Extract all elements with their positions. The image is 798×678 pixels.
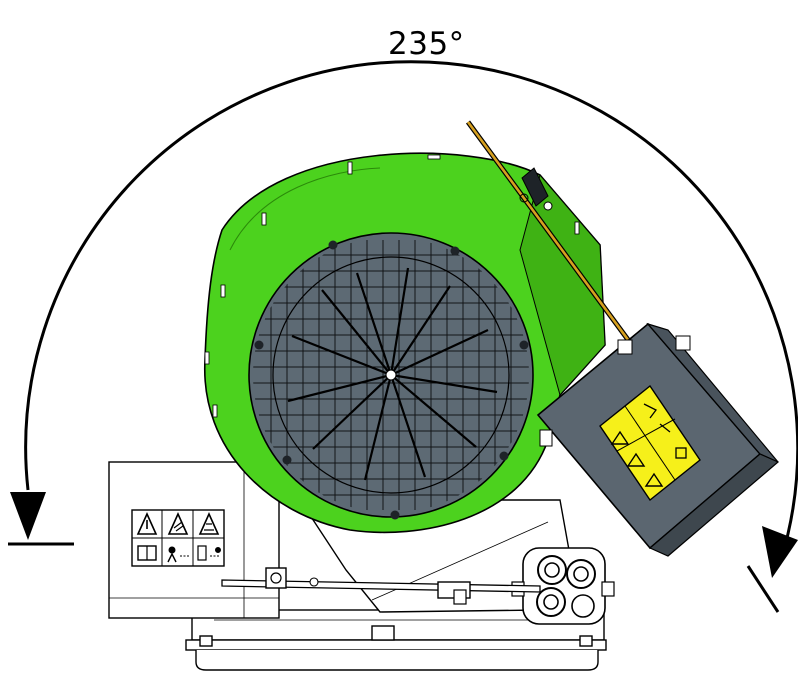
warning-label-left: [131, 509, 225, 567]
fan-blades: [287, 267, 498, 481]
manual-book-icon: [137, 545, 157, 561]
fan-cover: [248, 232, 534, 520]
ppe-icon: [167, 545, 221, 563]
control-box: [536, 322, 780, 557]
ppe-icon: [643, 403, 687, 459]
mounting-rail: [221, 567, 541, 605]
housing-slot-marks: [204, 154, 580, 418]
rotation-arc-arrow-icon: [8, 60, 798, 613]
fan-cover-bolts: [254, 240, 529, 520]
warning-label-right: [599, 384, 701, 502]
warning-triangle-icon: [136, 512, 220, 535]
warning-triangle-icon: [610, 430, 664, 487]
rotation-angle-label: 235°: [388, 26, 465, 62]
pipe-bracket: [519, 167, 553, 211]
